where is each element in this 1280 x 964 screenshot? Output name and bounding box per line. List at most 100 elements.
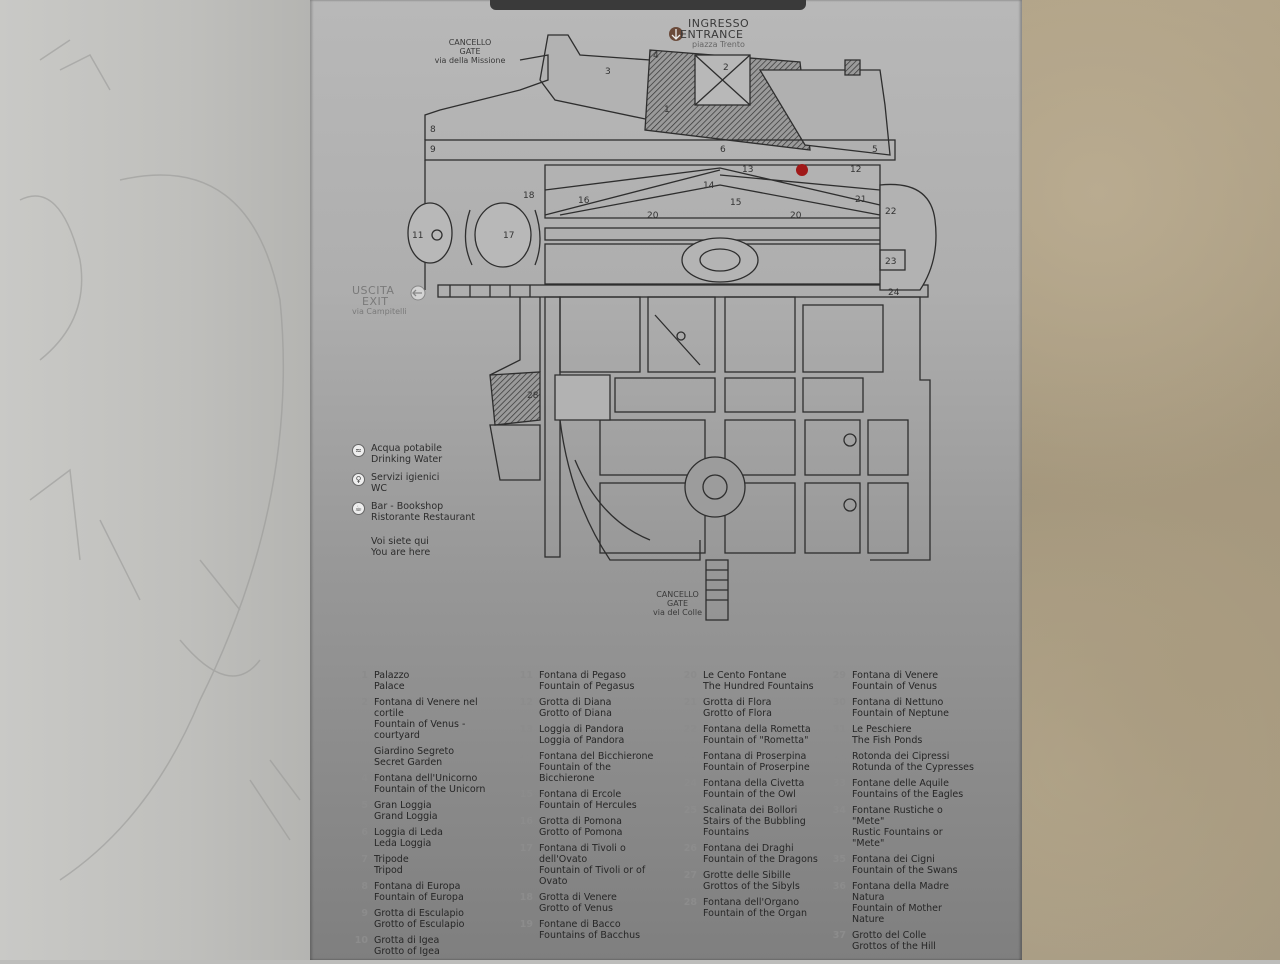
- legend-name-it: Fontana di Ercole: [539, 789, 622, 800]
- key-label-en: You are here: [371, 546, 431, 558]
- map-number: 21: [855, 195, 866, 205]
- gate-bottom-line2: GATE: [667, 599, 688, 608]
- map-number: 15: [730, 198, 741, 208]
- legend-name-it: Scalinata dei Bollori: [703, 805, 798, 816]
- map-number: 11: [412, 231, 423, 241]
- legend-number: 12: [519, 697, 533, 708]
- gate-top-street: via della Missione: [434, 56, 506, 65]
- legend-name-en: Palace: [374, 681, 405, 692]
- map-number: 28: [527, 391, 539, 401]
- entrance-label: INGRESSO ENTRANCE piazza Trento: [680, 18, 749, 49]
- legend-name-it: Fontana di Venere: [852, 670, 939, 681]
- round-fountain: [684, 456, 746, 518]
- legend-name-en: Loggia of Pandora: [539, 735, 625, 746]
- legend-name-it: Le Cento Fontane: [703, 670, 787, 681]
- legend-name-it: Gran Loggia: [374, 800, 432, 811]
- key-label-it: Servizi igienici: [371, 472, 440, 483]
- legend-name-en: Fountain of Hercules: [539, 800, 637, 811]
- legend-name-it: Fontana della Rometta: [703, 724, 811, 735]
- legend-name-it: Grotta di Diana: [539, 697, 612, 708]
- legend-name-it: Grotte delle Sibille: [703, 870, 791, 881]
- legend-name-it: Tripode: [374, 854, 409, 865]
- secret-garden: [539, 34, 651, 121]
- legend-name-en: Fountain of Proserpine: [703, 762, 810, 773]
- legend-name-en: Rustic Fountains or "Mete": [852, 827, 943, 849]
- map-number: 20: [790, 211, 802, 221]
- exit-label-it: USCITA: [352, 284, 395, 297]
- entrance-label-en: ENTRANCE: [680, 28, 744, 41]
- exit-label: USCITA EXIT via Campitelli: [352, 285, 407, 316]
- legend-name-it: Le Peschiere: [852, 724, 912, 735]
- key-label-it: Acqua potabile: [371, 443, 442, 454]
- legend-name-en: Grotto of Pomona: [539, 827, 623, 838]
- legend-number: 11: [519, 670, 533, 681]
- map-number: 5: [872, 145, 878, 155]
- legend-name-en: Fountain of the Owl: [703, 789, 796, 800]
- legend-name-it: Loggia di Leda: [374, 827, 443, 838]
- entrance-street: piazza Trento: [692, 40, 745, 49]
- pegasus-fountain: [407, 202, 453, 264]
- legend-number: 35: [832, 854, 846, 865]
- gate-bottom-street: via del Colle: [652, 608, 702, 617]
- entrance-label-it: INGRESSO: [688, 17, 750, 30]
- legend-name-en: Secret Garden: [374, 757, 443, 768]
- map-number: 18: [523, 191, 535, 201]
- legend-name-it: Grotta di Igea: [374, 935, 440, 946]
- map-number: 4: [653, 51, 659, 61]
- legend-number: 14: [519, 751, 533, 762]
- legend-name-it: Fontana dell'Organo: [703, 897, 800, 908]
- tivoli-fountain: [474, 202, 532, 268]
- legend-name-it: Fontana di Europa: [374, 881, 461, 892]
- legend-name-it: Fontana di Proserpina: [703, 751, 807, 762]
- legend-name-en: Fountain of Mother Nature: [852, 903, 942, 925]
- legend-name-en: Fountain of Europa: [374, 892, 464, 903]
- legend-name-en: Fountain of the Dragons: [703, 854, 818, 865]
- legend-number: 8: [361, 881, 368, 892]
- gate-top-line2: GATE: [459, 47, 481, 56]
- legend-number: 26: [683, 843, 697, 854]
- key-label-en: Ristorante Restaurant: [371, 511, 476, 523]
- legend-number: 13: [519, 724, 533, 735]
- legend-name-en: Grotto of Esculapio: [374, 919, 465, 930]
- legend-name-en: The Fish Ponds: [852, 735, 923, 746]
- legend-name-en: Tripod: [374, 865, 403, 876]
- legend-number: 30: [832, 697, 846, 708]
- legend-name-en: Grand Loggia: [374, 811, 438, 822]
- legend-name-it: Fontane di Bacco: [539, 919, 621, 930]
- legend-number: 20: [683, 670, 697, 681]
- legend-name-en: Fountain of Venus: [852, 681, 937, 692]
- legend-number: 27: [683, 870, 697, 881]
- legend-number: 29: [832, 670, 846, 681]
- legend-name-it: Fontana di Venere nel cortile: [374, 697, 478, 719]
- map-number: 1: [664, 105, 670, 115]
- legend-name-en: The Hundred Fountains: [703, 681, 814, 692]
- legend-number: 16: [519, 816, 533, 827]
- legend-number: 21: [683, 697, 697, 708]
- legend-name-it: Grotta di Esculapio: [374, 908, 464, 919]
- plaster-wall: [0, 0, 312, 960]
- legend-number: 4: [361, 773, 368, 784]
- legend-number: 37: [832, 930, 846, 941]
- legend-number: 1: [361, 670, 368, 681]
- legend-name-en: Fountain of Neptune: [852, 708, 949, 719]
- map-number: 24: [888, 288, 900, 298]
- legend-name-it: Rotonda dei Cipressi: [852, 751, 950, 762]
